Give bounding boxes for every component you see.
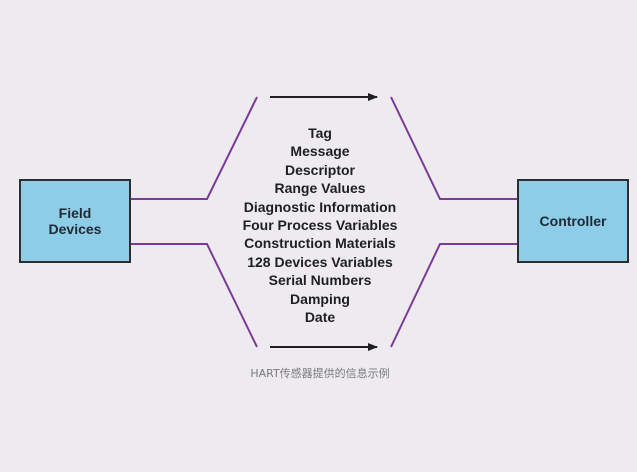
controller-label: Controller xyxy=(539,213,607,229)
field-devices-box: Field Devices xyxy=(19,179,131,263)
right-lower-connector xyxy=(390,243,517,348)
info-item: Descriptor xyxy=(284,161,356,178)
info-item: Diagnostic Information xyxy=(243,198,397,215)
figure-caption: HART传感器提供的信息示例 xyxy=(250,367,390,380)
info-item: Serial Numbers xyxy=(268,272,372,289)
info-item: Four Process Variables xyxy=(242,217,398,234)
info-item: Damping xyxy=(290,290,350,307)
info-item: Date xyxy=(304,309,336,326)
field-devices-label: Field Devices xyxy=(48,205,102,237)
info-item: Construction Materials xyxy=(244,235,396,252)
controller-box: Controller xyxy=(517,179,629,263)
left-upper-connector xyxy=(131,96,258,200)
left-lower-connector xyxy=(131,243,258,348)
info-item: Message xyxy=(290,143,350,160)
info-item: Tag xyxy=(308,125,332,141)
info-item: Range Values xyxy=(274,180,366,197)
hart-info-list: Tag Message Descriptor Range Values Diag… xyxy=(200,124,440,326)
right-upper-connector xyxy=(390,96,517,200)
info-item: 128 Devices Variables xyxy=(247,253,393,270)
